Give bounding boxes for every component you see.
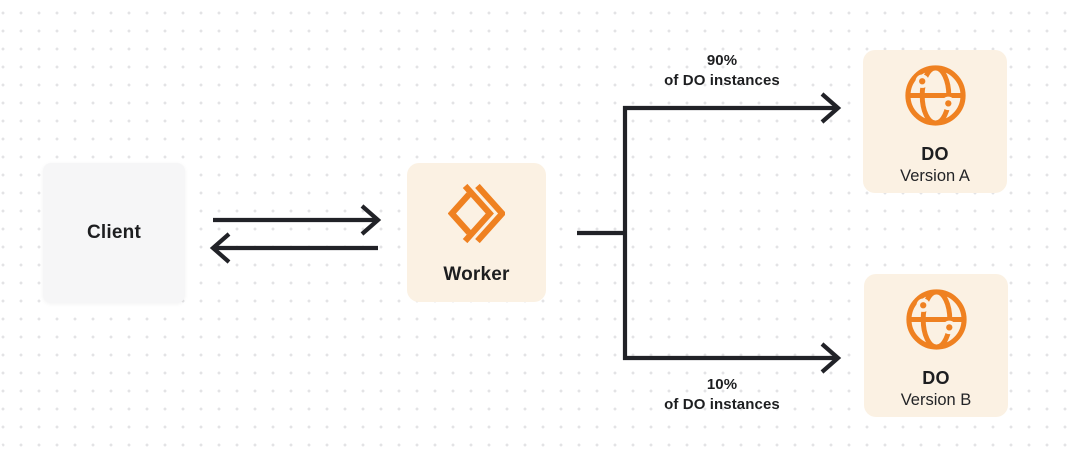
branch-top-label: 90% of DO instances	[597, 51, 847, 91]
do-version-a-subtitle: Version A	[900, 167, 970, 185]
do-version-b-title: DO	[922, 368, 950, 388]
worker-label: Worker	[443, 264, 510, 285]
arrow-to-do-version-b	[623, 342, 842, 374]
do-version-b-subtitle: Version B	[900, 391, 972, 409]
branch-top-caption: of DO instances	[664, 72, 780, 89]
workers-chevrons-icon	[448, 182, 505, 245]
arrow-client-to-worker	[213, 204, 382, 236]
branch-bottom-percent: 10%	[706, 376, 738, 393]
worker-node: Worker	[407, 163, 546, 302]
branch-trunk-line	[577, 106, 628, 360]
globe-icon	[905, 288, 968, 351]
arrow-worker-to-client	[209, 232, 378, 264]
do-version-a-title: DO	[921, 144, 949, 164]
do-version-b-node: DO Version B	[864, 274, 1008, 417]
arrow-to-do-version-a	[623, 92, 842, 124]
client-label: Client	[87, 222, 141, 243]
branch-bottom-caption: of DO instances	[664, 396, 780, 413]
globe-icon	[904, 64, 967, 127]
branch-top-percent: 90%	[706, 52, 738, 69]
do-version-a-node: DO Version A	[863, 50, 1007, 193]
client-node: Client	[43, 163, 185, 303]
branch-bottom-label: 10% of DO instances	[597, 375, 847, 415]
